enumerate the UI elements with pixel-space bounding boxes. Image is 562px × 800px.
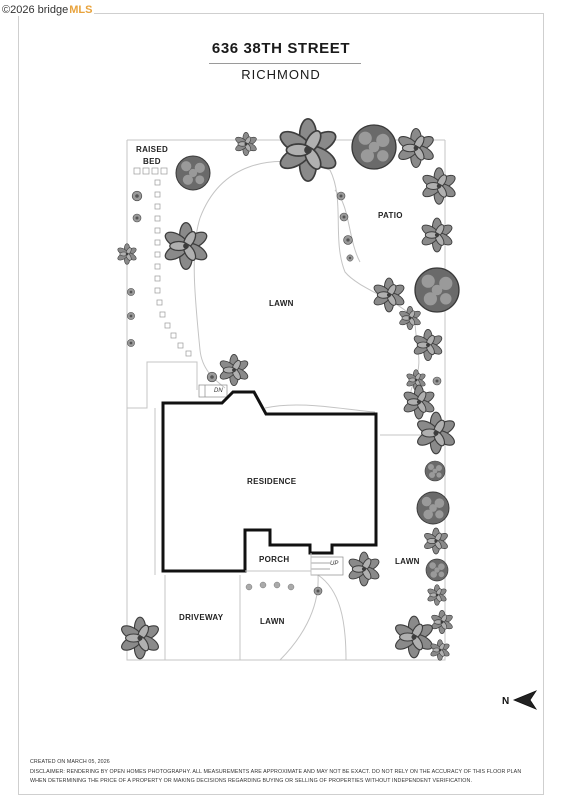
- label-up: UP: [330, 561, 339, 567]
- footer-disclaimer-1: DISCLAIMER: RENDERING BY OPEN HOMES PHOT…: [30, 768, 522, 775]
- page-title: 636 38TH STREET: [211, 40, 351, 57]
- back-steps: [198, 384, 228, 398]
- label-lawn-front: LAWN: [260, 617, 285, 626]
- label-residence: RESIDENCE: [247, 477, 297, 486]
- label-raised-bed-line2: BED: [143, 157, 161, 166]
- page-subtitle: RICHMOND: [241, 67, 321, 82]
- label-driveway: DRIVEWAY: [179, 613, 224, 622]
- watermark-brand: MLS: [69, 4, 93, 16]
- watermark-text: ©2026 bridge: [2, 4, 69, 16]
- residence-walls: [161, 390, 378, 573]
- title-divider: [209, 63, 361, 64]
- label-lawn-side: LAWN: [395, 557, 420, 566]
- footer: CREATED ON MARCH 05, 2026 DISCLAIMER: RE…: [30, 758, 540, 787]
- compass-letter: N: [502, 696, 509, 707]
- footer-disclaimer-2: WHEN DETERMINING THE PRICE OF A PROPERTY…: [30, 778, 473, 784]
- label-lawn-back: LAWN: [269, 299, 294, 308]
- compass-icon: N: [502, 690, 538, 710]
- page-frame: [18, 13, 544, 795]
- porch-pavers: [245, 581, 295, 591]
- landscape-plants: [116, 117, 461, 661]
- north-arrow: N: [500, 688, 540, 717]
- label-patio: PATIO: [378, 211, 403, 220]
- label-dn: DN: [214, 388, 223, 394]
- label-raised-bed-line1: RAISED: [136, 145, 169, 154]
- label-porch: PORCH: [259, 555, 290, 564]
- footer-created: CREATED ON MARCH 05, 2026: [30, 759, 110, 765]
- stepping-stones: [133, 167, 192, 357]
